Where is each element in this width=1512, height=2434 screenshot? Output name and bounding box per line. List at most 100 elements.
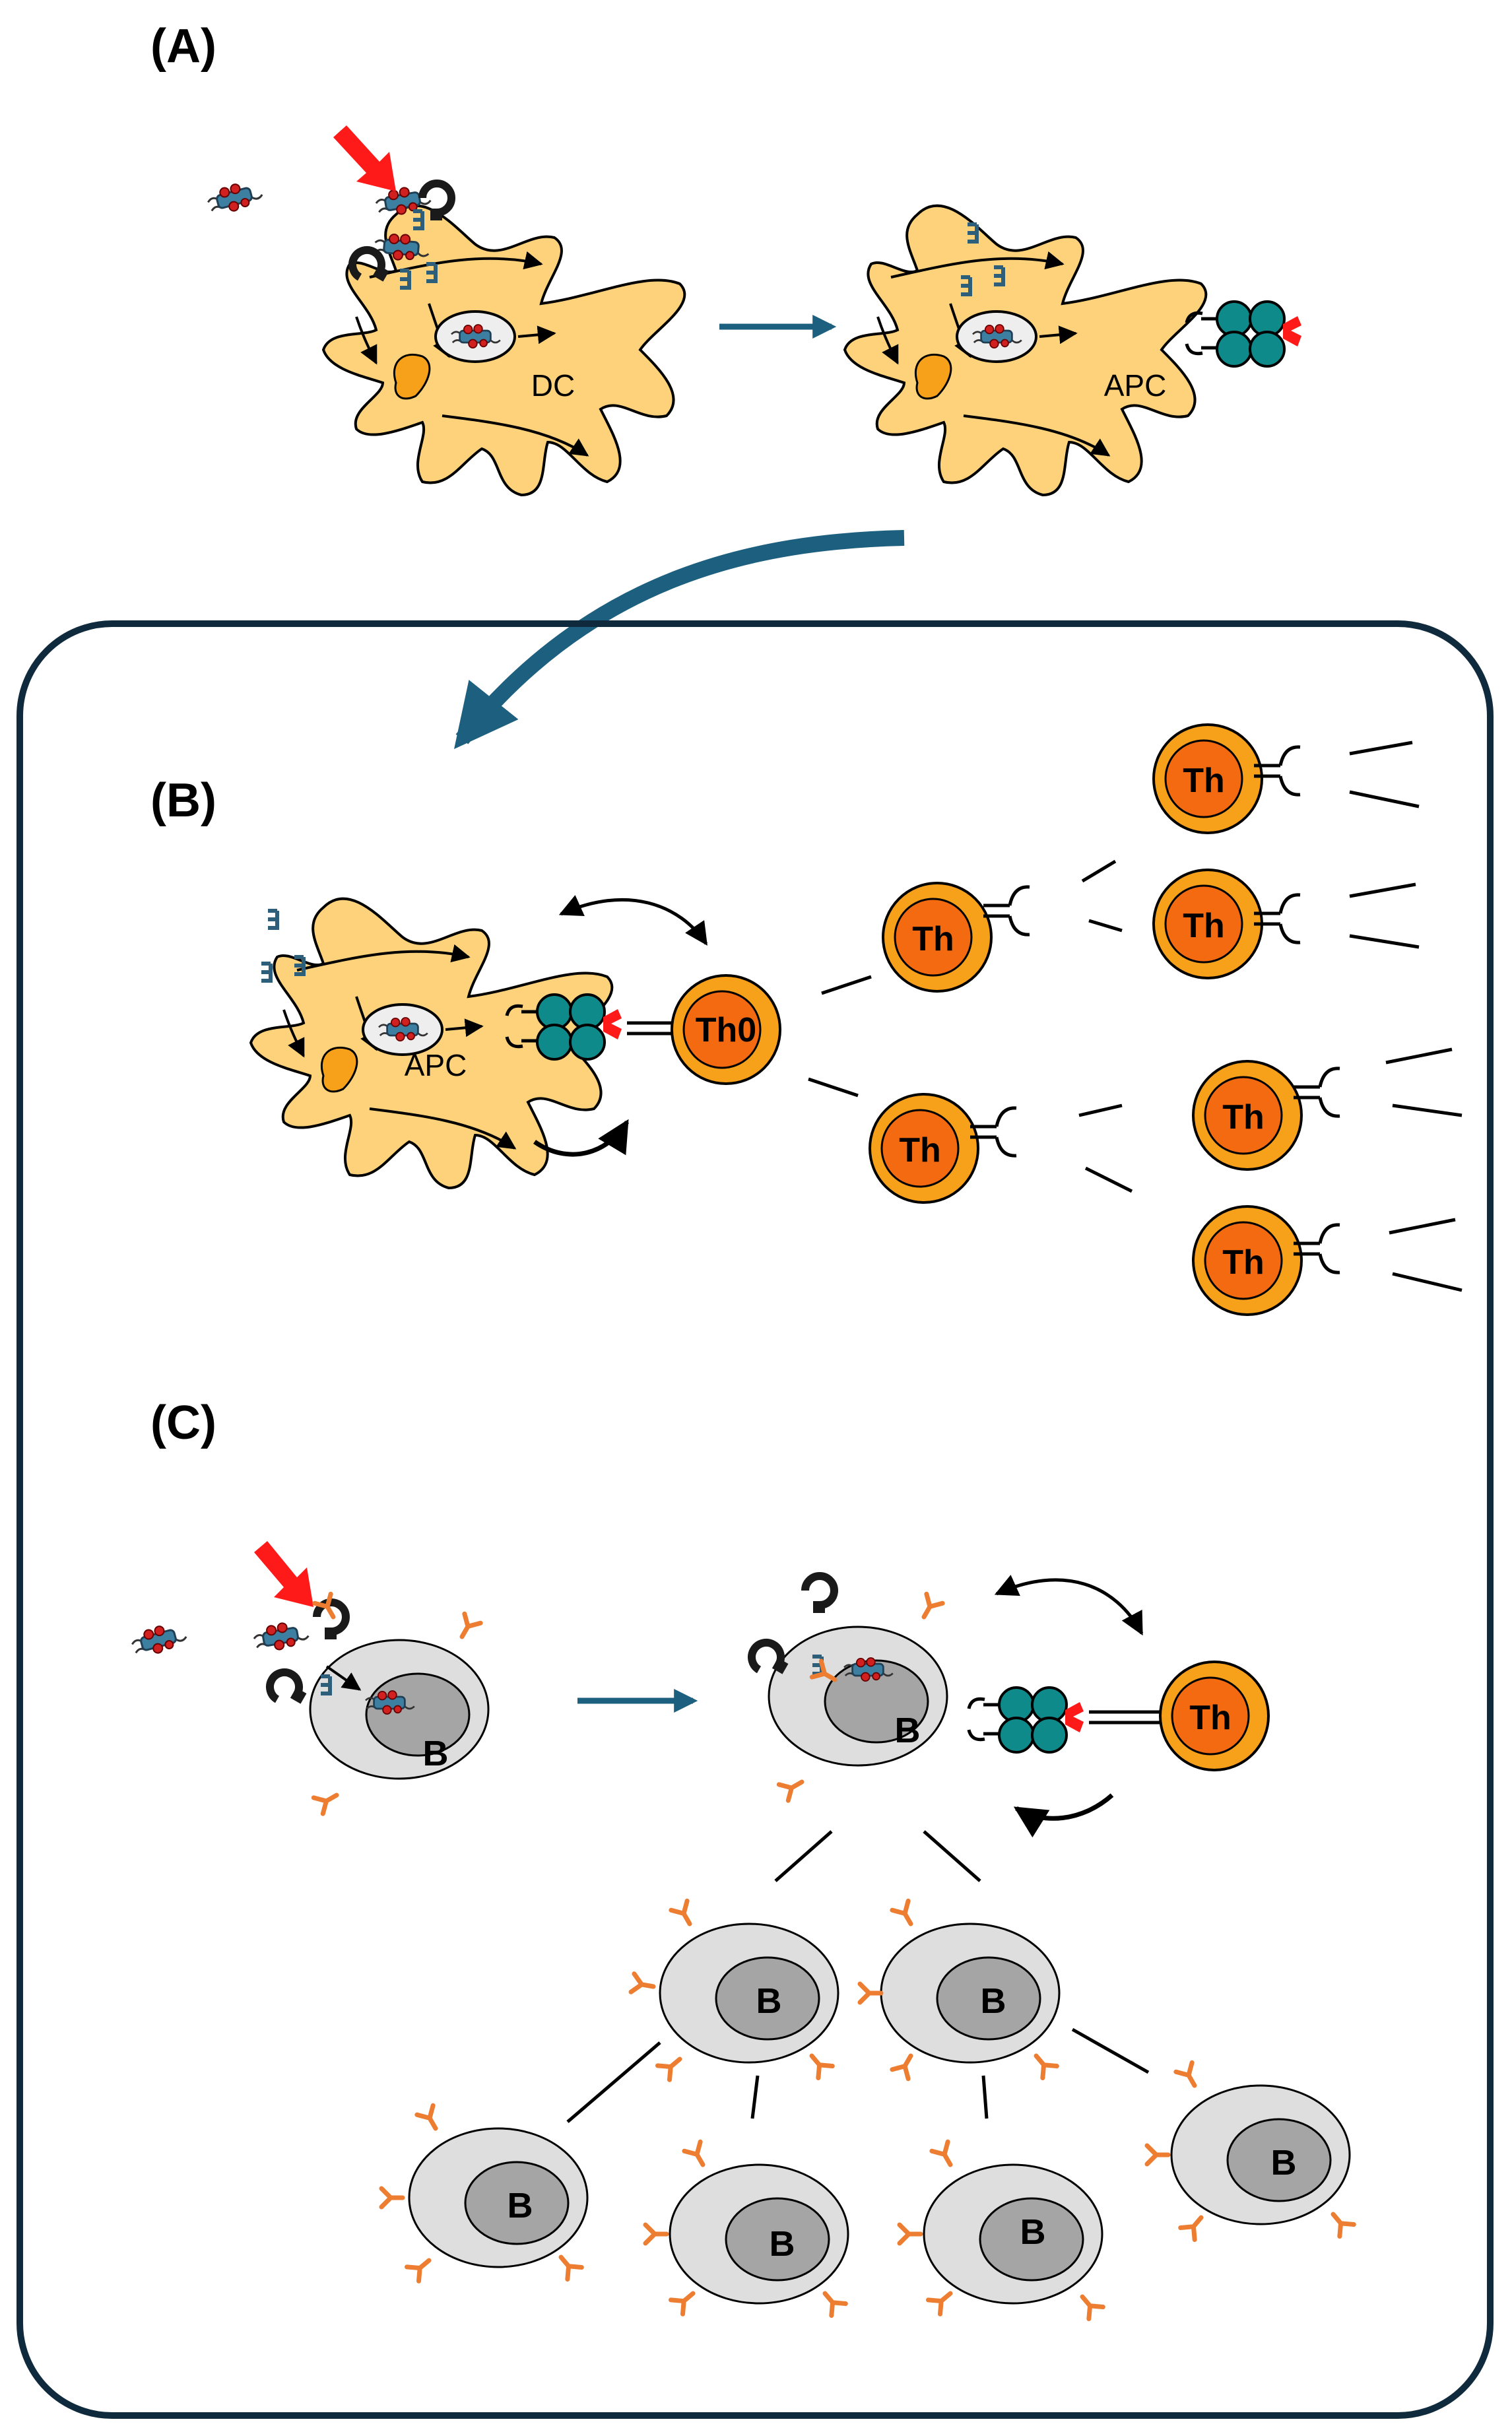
apc-cell-label: APC — [1104, 368, 1167, 403]
feedback-arrow — [1013, 1793, 1114, 1838]
hook-receptor-icon — [265, 1667, 311, 1711]
panel-frame — [16, 620, 1494, 2419]
expansion-line — [1392, 1103, 1463, 1117]
panel-b: (B) APC Th0 Th Th Th — [150, 723, 1463, 1316]
expansion-line — [1349, 882, 1416, 898]
b-cell-label: B — [1020, 2212, 1046, 2252]
b-cell — [659, 1923, 839, 2064]
receptor-icon — [268, 911, 277, 928]
mhc-complex-icon — [1187, 302, 1301, 366]
panel-a-label: (A) — [150, 20, 216, 73]
expansion-line — [923, 1830, 981, 1882]
antibody-icon — [1075, 2291, 1103, 2319]
b-cell-label: B — [423, 1734, 449, 1773]
th-cell — [1152, 869, 1300, 979]
th-cell-label: Th — [1183, 762, 1225, 800]
expansion-line — [774, 1830, 833, 1882]
panel-a: (A) DC APC — [150, 20, 1301, 749]
receptor-icon — [261, 964, 271, 981]
th-cell — [1192, 1060, 1340, 1171]
antibody-icon — [892, 1901, 919, 1928]
mhc-complex-icon — [969, 1688, 1084, 1752]
panel-c: (C) B B Th — [128, 1397, 1354, 2319]
interaction-arrow — [994, 1575, 1144, 1636]
antibody-icon — [407, 2253, 435, 2281]
dc-cell-label: DC — [531, 368, 575, 403]
b-cell-label: B — [756, 1981, 782, 2021]
th-cell — [882, 882, 1030, 993]
expansion-line — [1349, 790, 1420, 808]
expansion-line — [1071, 2027, 1150, 2074]
antibody-icon — [1029, 2050, 1057, 2078]
hook-receptor-icon — [805, 1576, 834, 1613]
hook-receptor-icon — [317, 1602, 346, 1639]
antibody-icon — [779, 1774, 806, 1800]
antigen-pointer-icon — [333, 125, 396, 191]
antibody-icon — [671, 2286, 699, 2314]
pathogen-icon — [204, 177, 265, 218]
antibody-icon — [860, 1984, 881, 2002]
antigen-presenting-cell — [843, 204, 1208, 496]
antibody-icon — [1176, 2062, 1202, 2090]
b-cell — [923, 2163, 1103, 2305]
b-cell-label: B — [508, 2186, 533, 2225]
th-cell-label: Th — [899, 1131, 941, 1169]
b-cell-label: B — [1271, 2143, 1297, 2183]
th-cell-label: Th — [912, 920, 954, 958]
curved-flow-arrow — [453, 530, 905, 749]
expansion-line — [808, 1077, 859, 1098]
antibody-icon — [657, 2052, 686, 2080]
panel-c-label: (C) — [150, 1397, 216, 1449]
b-cell — [880, 1923, 1061, 2064]
expansion-line — [1385, 1047, 1453, 1065]
b-cell — [1170, 2084, 1351, 2225]
expansion-line — [1392, 1272, 1463, 1292]
antibody-icon — [818, 2287, 845, 2316]
antigen-pointer-icon — [254, 1541, 313, 1607]
th-cell — [1152, 723, 1300, 834]
antibody-icon — [454, 1614, 480, 1641]
antibody-icon — [900, 2225, 921, 2243]
apc-cell-label: APC — [405, 1048, 467, 1082]
antibody-icon — [1147, 2146, 1168, 2164]
feedback-arrow — [533, 1119, 629, 1157]
antibody-icon — [381, 2188, 403, 2207]
th-cell-label: Th — [1183, 907, 1225, 945]
antibody-icon — [805, 2050, 832, 2078]
antibody-icon — [916, 1594, 942, 1622]
expansion-line — [1088, 919, 1123, 933]
naive-t-cell-label: Th0 — [696, 1011, 756, 1049]
activated-b-cell — [768, 1626, 948, 1767]
th-cell-label: Th — [1222, 1243, 1265, 1282]
antibody-icon — [932, 2142, 958, 2169]
panel-b-label: (B) — [150, 774, 216, 827]
antibody-icon — [417, 2105, 444, 2133]
antibody-icon — [554, 2251, 581, 2280]
interaction-arrow — [558, 895, 708, 946]
b-cell-label: B — [981, 1981, 1006, 2021]
b-cell-label: B — [770, 2224, 795, 2264]
b-cell — [669, 2163, 849, 2305]
th-cell — [869, 1093, 1016, 1204]
antibody-icon — [1326, 2208, 1354, 2237]
expansion-line — [1084, 1166, 1133, 1193]
pathogen-icon — [128, 1619, 189, 1661]
th-cell — [1192, 1205, 1340, 1316]
antibody-icon — [892, 2051, 919, 2079]
expansion-line — [1389, 1218, 1456, 1235]
pathogen-icon — [251, 1618, 312, 1655]
antibody-icon — [313, 1787, 341, 1814]
antibody-icon — [671, 1901, 698, 1928]
expansion-line — [821, 975, 872, 995]
th-cell-label: Th — [1189, 1699, 1232, 1737]
expansion-line — [1078, 1103, 1123, 1117]
expansion-line — [1349, 934, 1420, 949]
dendritic-cell — [322, 204, 686, 496]
antibody-icon — [645, 2225, 667, 2243]
expansion-line — [566, 2041, 661, 2123]
antibody-icon — [1181, 2212, 1208, 2240]
expansion-line — [750, 2075, 760, 2119]
b-cell — [408, 2127, 589, 2268]
